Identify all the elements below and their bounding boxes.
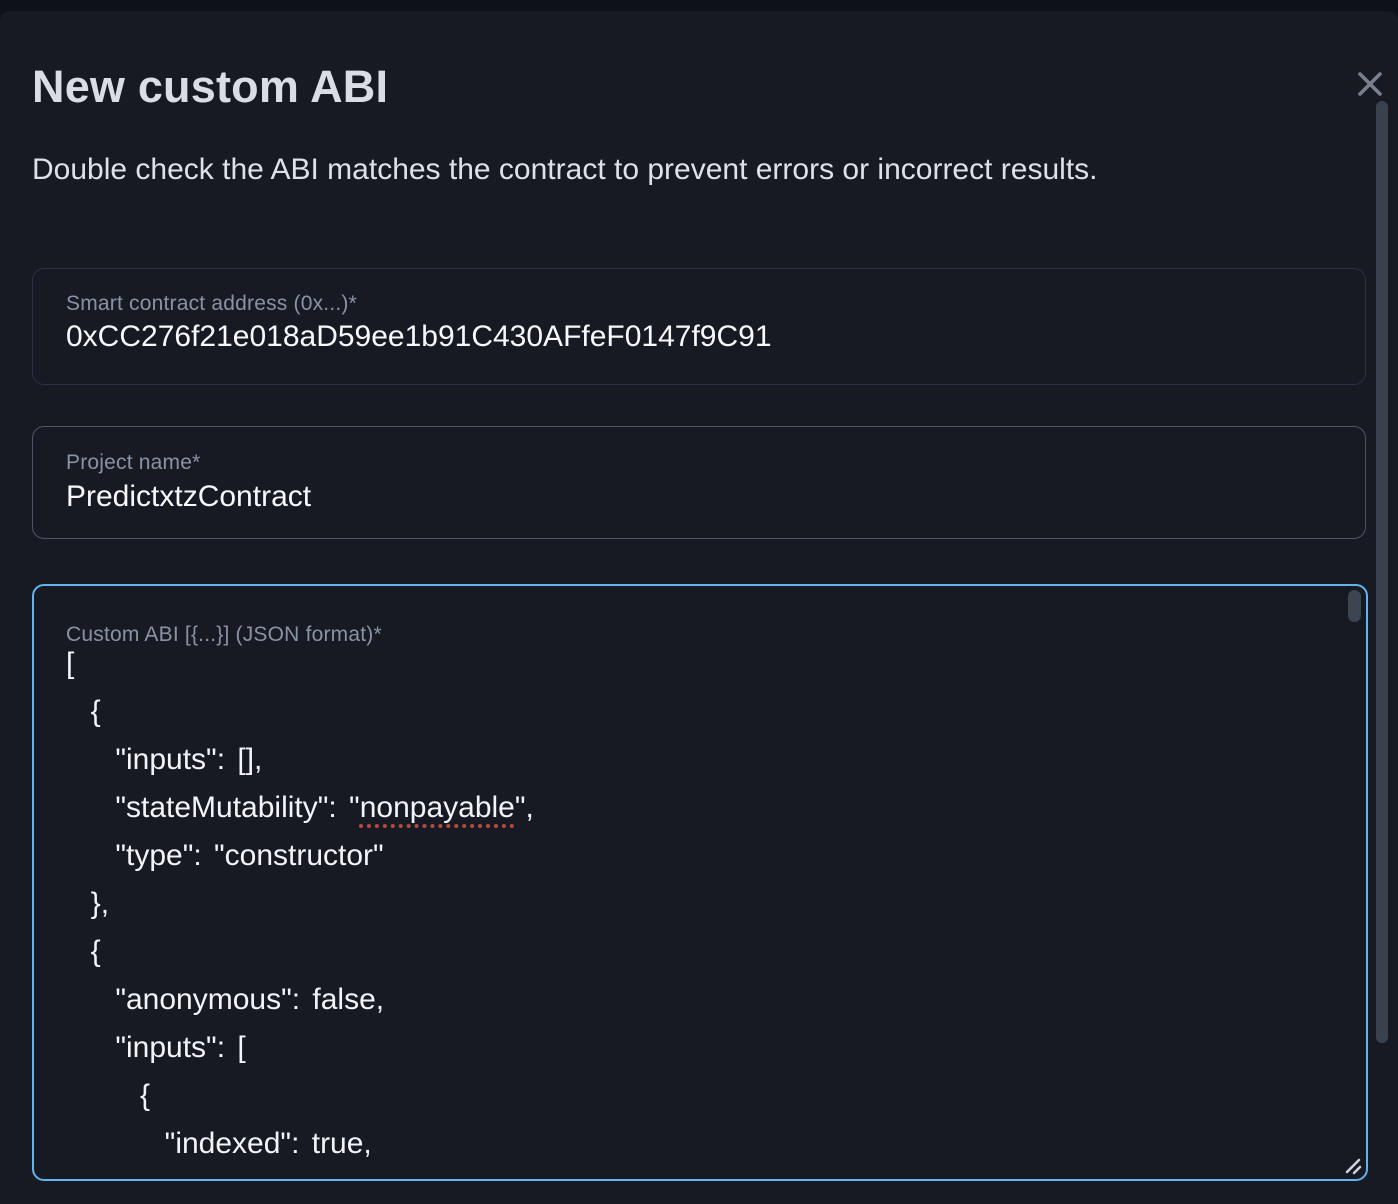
abi-code-line: "stateMutability": "nonpayable",: [66, 791, 534, 824]
project-name-label: Project name*: [66, 451, 201, 474]
abi-code-line: {: [66, 935, 101, 968]
abi-code-line: {: [66, 1079, 151, 1112]
close-button[interactable]: [1353, 69, 1387, 103]
textarea-resize-grip-icon[interactable]: [1343, 1156, 1363, 1176]
custom-abi-label: Custom ABI [{...}] (JSON format)*: [66, 623, 382, 646]
abi-code-line: "type": "constructor": [66, 839, 384, 872]
abi-code: [ { "inputs": [], "stateMutability": "no…: [66, 640, 1342, 1168]
contract-address-input[interactable]: Smart contract address (0x...)* 0xCC276f…: [32, 268, 1366, 385]
textarea-scrollbar-thumb[interactable]: [1348, 590, 1361, 622]
abi-code-line: "inputs": [: [66, 1031, 246, 1064]
contract-address-value: 0xCC276f21e018aD59ee1b91C430AFfeF0147f9C…: [66, 320, 772, 353]
modal-description: Double check the ABI matches the contrac…: [32, 153, 1098, 186]
custom-abi-textarea[interactable]: Custom ABI [{...}] (JSON format)* [ { "i…: [32, 584, 1368, 1181]
abi-code-line: "anonymous": false,: [66, 983, 385, 1016]
modal-title: New custom ABI: [32, 61, 389, 112]
abi-code-line: },: [66, 887, 110, 920]
abi-code-line: "indexed": true,: [66, 1127, 372, 1160]
abi-code-line: {: [66, 695, 101, 728]
abi-code-line: [: [66, 647, 75, 680]
spellcheck-underlined-word: nonpayable: [359, 791, 515, 824]
close-icon: [1355, 69, 1385, 104]
page-scrollbar[interactable]: [1376, 101, 1388, 1043]
project-name-value: PredictxtzContract: [66, 480, 312, 513]
project-name-input[interactable]: Project name* PredictxtzContract: [32, 426, 1366, 539]
contract-address-label: Smart contract address (0x...)*: [66, 292, 357, 315]
abi-code-line: "inputs": [],: [66, 743, 263, 776]
new-custom-abi-modal: New custom ABI Double check the ABI matc…: [0, 11, 1398, 1204]
